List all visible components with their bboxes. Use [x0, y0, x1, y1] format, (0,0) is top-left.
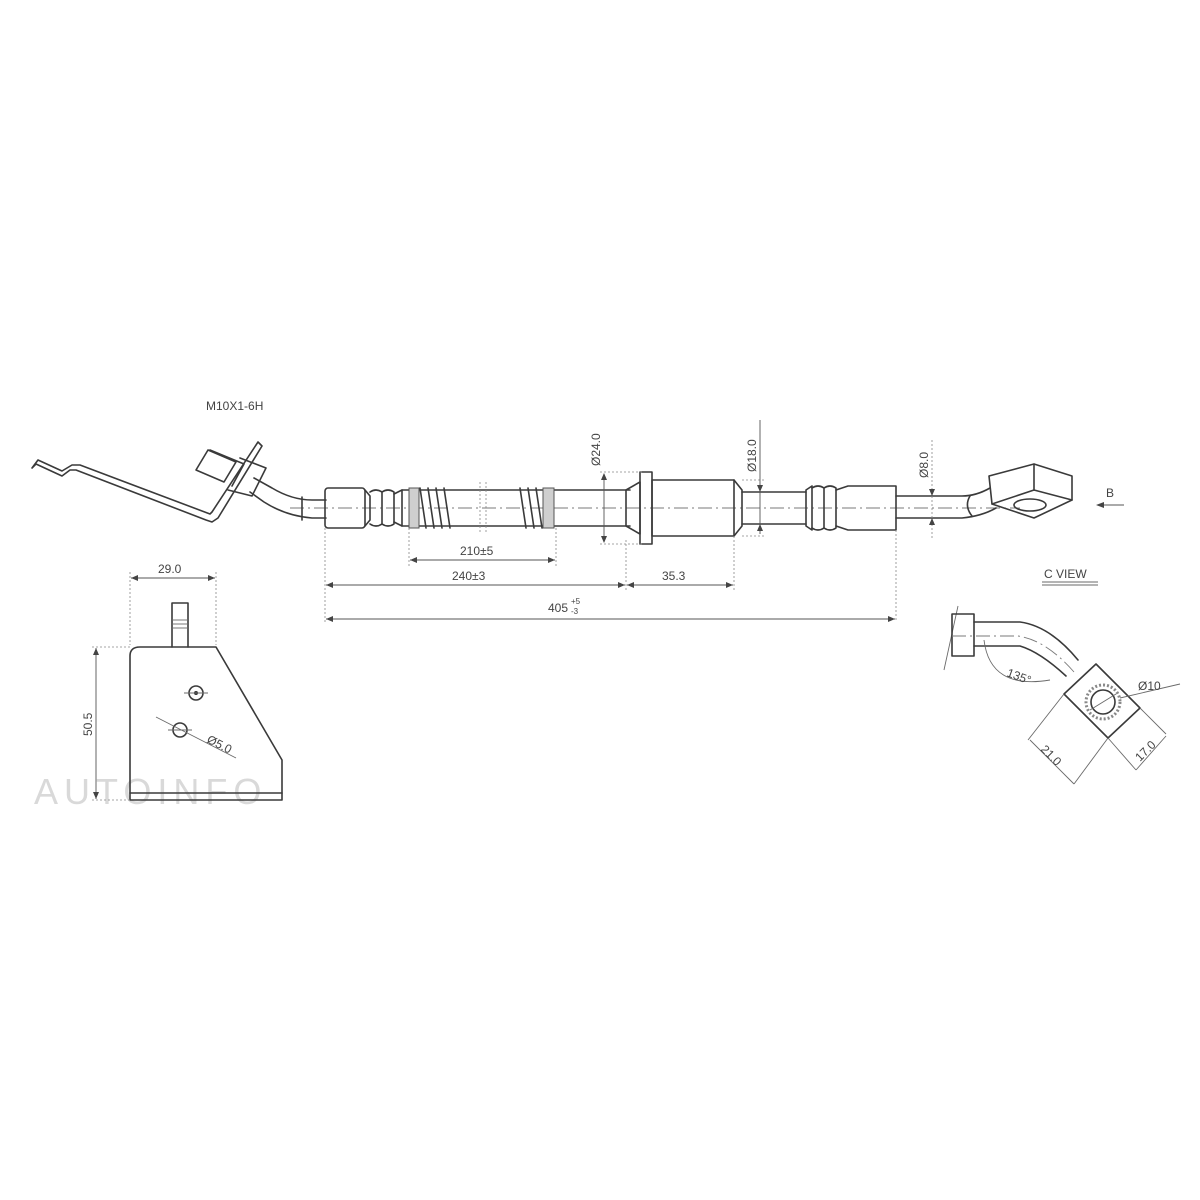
dim-bracket-width: 29.0 — [158, 562, 182, 576]
c-view-detail: C VIEW 135° Ø10 21.0 17.0 — [943, 567, 1181, 785]
dim-bracket-hole: Ø5.0 — [205, 732, 235, 756]
main-hose-assembly: B — [31, 441, 1124, 545]
watermark: AUTOINFO — [34, 771, 267, 812]
c-view-title: C VIEW — [1044, 567, 1087, 581]
dim-len-35: 35.3 — [662, 569, 686, 583]
hose-dimensions: Ø24.0 Ø18.0 Ø8.0 210±5 240±3 — [324, 420, 935, 622]
dim-bracket-height: 50.5 — [81, 712, 95, 736]
banjo-fitting — [895, 463, 1073, 519]
c-view-angle: 135° — [1005, 666, 1033, 688]
svg-text:B: B — [1106, 486, 1114, 500]
center-mount-fitting — [625, 471, 743, 545]
spring-guard-right — [519, 487, 555, 529]
c-view-dia: Ø10 — [1138, 679, 1161, 693]
dim-len-405-lower-tol: -3 — [571, 607, 579, 616]
dim-len-210: 210±5 — [460, 544, 494, 558]
dim-len-405: 405 — [548, 601, 568, 615]
bracket-front-view: 29.0 50.5 Ø5.0 — [81, 562, 283, 801]
crimp-ferrule-left — [324, 487, 403, 529]
dim-len-405-upper-tol: +5 — [571, 597, 581, 606]
dim-dia-18: Ø18.0 — [745, 439, 759, 472]
view-arrow-b: B — [1096, 486, 1124, 508]
dim-len-240: 240±3 — [452, 569, 486, 583]
spring-guard-left — [408, 487, 451, 529]
left-bracket-side-view — [31, 441, 327, 523]
c-view-width-17: 17.0 — [1132, 737, 1159, 764]
dim-dia-8: Ø8.0 — [917, 452, 931, 478]
dim-dia-24: Ø24.0 — [589, 433, 603, 466]
thread-spec-label: M10X1-6H — [206, 399, 263, 413]
c-view-width-21: 21.0 — [1038, 742, 1065, 769]
crimp-ferrule-right — [805, 485, 897, 531]
